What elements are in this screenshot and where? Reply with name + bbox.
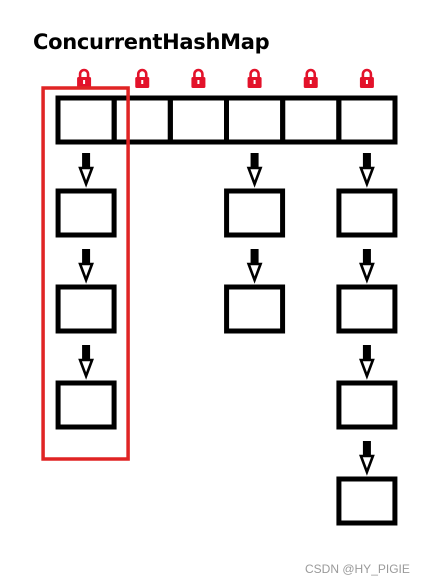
segment-cell (111, 95, 173, 145)
down-arrow-icon (359, 345, 375, 380)
lock-shackle (78, 68, 90, 78)
arrow-head (78, 358, 94, 380)
lock-shackle (193, 68, 204, 78)
arrow-shaft (82, 345, 91, 360)
arrow-shaft (250, 153, 259, 168)
padlock-icon (135, 68, 150, 88)
arrow-shaft (82, 249, 91, 264)
down-arrow-icon (246, 249, 263, 284)
bucket-node (336, 188, 398, 238)
bucket-node (336, 284, 398, 334)
segment-cell (167, 95, 229, 145)
bucket-node (55, 380, 117, 430)
arrow-head (359, 262, 375, 284)
arrow-head (246, 262, 263, 284)
bucket-node (336, 476, 398, 526)
lock-keyhole (253, 80, 256, 84)
segment-cell (224, 95, 286, 145)
lock-keyhole (365, 80, 368, 84)
lock-shackle (305, 68, 317, 78)
segment-cell (336, 95, 398, 145)
bucket-node (55, 284, 117, 334)
lock-shackle (249, 68, 260, 78)
arrow-head (359, 166, 375, 188)
padlock-icon (359, 68, 374, 88)
segment-cell (55, 95, 117, 145)
bucket-node (55, 188, 117, 238)
padlock-icon (191, 68, 206, 88)
down-arrow-icon (359, 249, 375, 284)
down-arrow-icon (78, 153, 94, 188)
bucket-node (336, 380, 398, 430)
down-arrow-icon (246, 153, 263, 188)
arrow-shaft (362, 153, 371, 168)
arrow-shaft (362, 345, 371, 360)
bucket-chains (55, 153, 398, 526)
padlock-icon (247, 68, 262, 88)
segment-locks (77, 68, 374, 88)
down-arrow-icon (359, 441, 375, 476)
down-arrow-icon (359, 153, 375, 188)
bucket-node (224, 188, 286, 238)
lock-keyhole (83, 80, 86, 84)
segment-highlight-box (41, 86, 130, 461)
arrow-head (359, 358, 375, 380)
padlock-icon (303, 68, 318, 88)
arrow-shaft (250, 249, 259, 264)
lock-keyhole (197, 80, 200, 84)
segment-array (55, 95, 398, 145)
arrow-head (359, 454, 375, 476)
arrow-shaft (362, 249, 371, 264)
lock-keyhole (309, 80, 312, 84)
arrow-head (78, 262, 94, 284)
lock-shackle (361, 68, 373, 78)
bucket-node (224, 284, 286, 334)
segment-cell (280, 95, 342, 145)
diagram-title: ConcurrentHashMap (33, 30, 270, 54)
arrow-head (78, 166, 94, 188)
arrow-head (246, 166, 263, 188)
lock-keyhole (141, 80, 144, 84)
padlock-icon (77, 68, 92, 88)
watermark: CSDN @HY_PIGIE (305, 562, 410, 576)
arrow-shaft (82, 153, 91, 168)
lock-shackle (136, 68, 148, 78)
down-arrow-icon (78, 345, 94, 380)
down-arrow-icon (78, 249, 94, 284)
arrow-shaft (362, 441, 371, 456)
highlight-frame (41, 86, 130, 461)
